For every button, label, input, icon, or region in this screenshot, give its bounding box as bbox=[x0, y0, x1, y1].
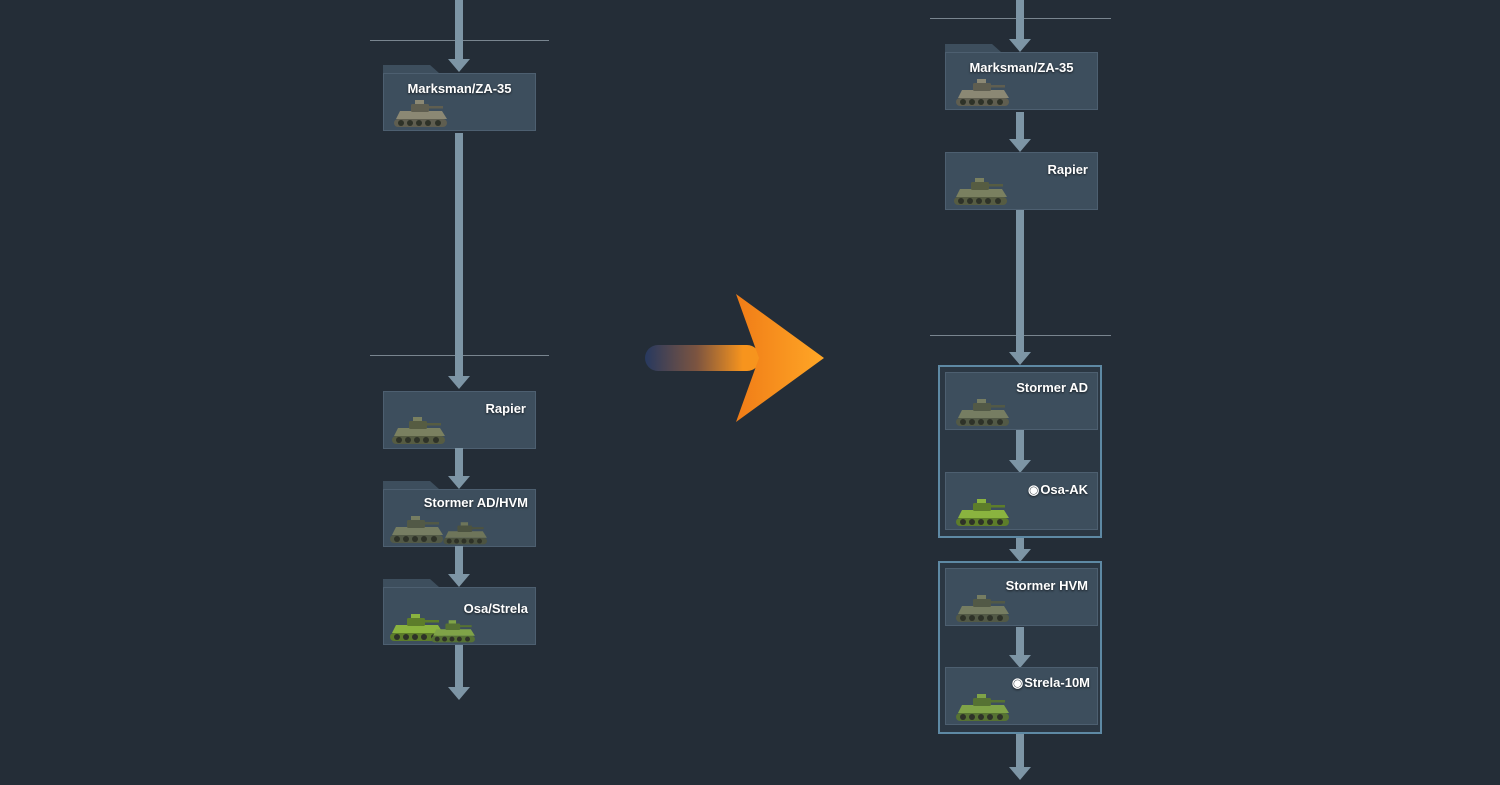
vehicle-name: Marksman/ZA-35 bbox=[969, 60, 1074, 75]
tree-connector-arrowhead bbox=[1009, 39, 1031, 52]
tree-connector-arrowhead bbox=[1009, 352, 1031, 365]
tree-connector bbox=[1016, 210, 1024, 352]
tank-icon bbox=[953, 691, 1013, 723]
tree-connector-arrowhead bbox=[448, 574, 470, 587]
tank-icon bbox=[391, 97, 451, 129]
tree-connector-arrowhead bbox=[448, 376, 470, 389]
vehicle-name: Stormer AD bbox=[1016, 380, 1088, 395]
folder-marker-icon: ◉ bbox=[1011, 675, 1024, 690]
tank-icon bbox=[953, 496, 1013, 528]
tree-connector-arrowhead bbox=[448, 687, 470, 700]
tree-connector-arrowhead bbox=[1009, 460, 1031, 473]
vehicle-card-osa-strela[interactable]: Osa/Strela bbox=[383, 587, 536, 645]
tree-connector bbox=[1016, 538, 1024, 549]
tree-connector bbox=[455, 448, 463, 476]
tree-connector bbox=[455, 0, 463, 59]
tree-connector bbox=[1016, 0, 1024, 39]
tank-icon bbox=[389, 414, 449, 446]
vehicle-card-stormer-hvm[interactable]: Stormer HVM bbox=[945, 568, 1098, 626]
tree-connector-arrowhead bbox=[448, 476, 470, 489]
tree-connector-arrowhead bbox=[1009, 139, 1031, 152]
vehicle-card-rapier[interactable]: Rapier bbox=[945, 152, 1098, 210]
tank-icon bbox=[953, 76, 1013, 108]
tree-connector bbox=[1016, 430, 1024, 460]
right-arrow-icon bbox=[645, 294, 824, 422]
vehicle-name: ◉Osa-AK bbox=[1027, 482, 1088, 497]
tree-connector-arrowhead bbox=[1009, 767, 1031, 780]
tree-connector-arrowhead bbox=[1009, 549, 1031, 562]
vehicle-name: Marksman/ZA-35 bbox=[407, 81, 512, 96]
vehicle-name: Stormer HVM bbox=[1005, 578, 1088, 593]
tree-connector-arrowhead bbox=[448, 59, 470, 72]
tank-icon bbox=[387, 611, 447, 643]
vehicle-card-marksman-za35[interactable]: Marksman/ZA-35 bbox=[945, 52, 1098, 110]
tank-icon bbox=[441, 520, 490, 546]
tree-connector bbox=[1016, 112, 1024, 139]
vehicle-name: Stormer AD/HVM bbox=[423, 495, 528, 510]
vehicle-name: ◉Strela-10M bbox=[1011, 675, 1090, 690]
tree-connector bbox=[455, 645, 463, 687]
tree-connector-arrowhead bbox=[1009, 655, 1031, 668]
tank-icon bbox=[953, 592, 1013, 624]
vehicle-card-marksman-za35[interactable]: Marksman/ZA-35 bbox=[383, 73, 536, 131]
tank-icon bbox=[387, 513, 447, 545]
tree-connector bbox=[1016, 734, 1024, 767]
vehicle-card-rapier[interactable]: Rapier bbox=[383, 391, 536, 449]
tree-connector bbox=[1016, 627, 1024, 655]
vehicle-card-osa-ak[interactable]: ◉Osa-AK bbox=[945, 472, 1098, 530]
vehicle-name: Rapier bbox=[485, 401, 526, 416]
vehicle-card-stormer-ad-hvm[interactable]: Stormer AD/HVM bbox=[383, 489, 536, 547]
vehicle-card-strela-10m[interactable]: ◉Strela-10M bbox=[945, 667, 1098, 725]
tree-connector bbox=[455, 133, 463, 376]
vehicle-name: Rapier bbox=[1047, 162, 1088, 177]
tank-icon bbox=[429, 618, 478, 644]
vehicle-name: Osa/Strela bbox=[463, 601, 528, 616]
tree-connector bbox=[455, 546, 463, 574]
tank-icon bbox=[951, 175, 1011, 207]
vehicle-card-stormer-ad[interactable]: Stormer AD bbox=[945, 372, 1098, 430]
tank-icon bbox=[953, 396, 1013, 428]
folder-marker-icon: ◉ bbox=[1027, 482, 1040, 497]
